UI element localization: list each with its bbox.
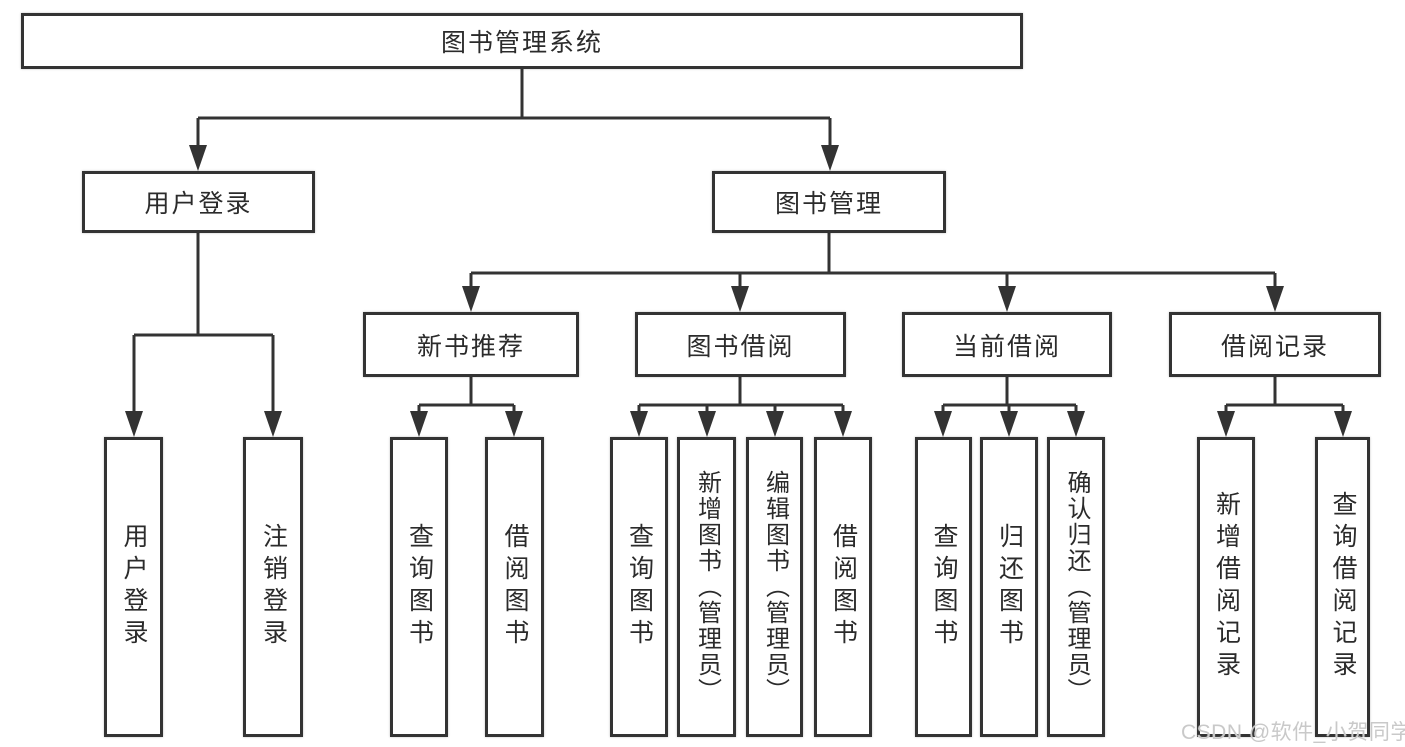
leaf-return-books: 归还图书 bbox=[980, 437, 1038, 737]
node-label: 当前借阅 bbox=[952, 332, 1061, 361]
node-label: 新书推荐 bbox=[416, 332, 525, 361]
leaf-query-books: 查询图书 bbox=[915, 437, 972, 737]
node-borrowing-records: 借阅记录 bbox=[1169, 312, 1381, 377]
node-label: 编辑图书（管理员） bbox=[761, 470, 789, 704]
leaf-query-books: 查询图书 bbox=[390, 437, 448, 737]
node-label: 查询图书 bbox=[930, 523, 958, 651]
leaf-logout: 注销登录 bbox=[243, 437, 303, 737]
node-label: 查询图书 bbox=[405, 523, 434, 651]
csdn-watermark: CSDN @软件_小贺同学 bbox=[1181, 721, 1405, 744]
node-root-library-system: 图书管理系统 bbox=[21, 13, 1023, 69]
node-label: 图书管理 bbox=[774, 190, 883, 218]
node-label: 图书借阅 bbox=[686, 332, 795, 361]
leaf-edit-books-admin: 编辑图书（管理员） bbox=[746, 437, 803, 737]
node-current-borrowing: 当前借阅 bbox=[902, 312, 1112, 377]
node-label: 注销登录 bbox=[259, 523, 288, 651]
node-book-management: 图书管理 bbox=[712, 171, 946, 233]
node-label: 借阅图书 bbox=[501, 523, 529, 651]
node-label: 查询借阅记录 bbox=[1329, 491, 1357, 683]
leaf-borrow-books: 借阅图书 bbox=[814, 437, 872, 737]
node-label: 确认归还（管理员） bbox=[1063, 470, 1090, 704]
leaf-user-login: 用户登录 bbox=[104, 437, 163, 737]
node-label: 用户登录 bbox=[120, 523, 148, 651]
node-label: 查询图书 bbox=[625, 523, 654, 651]
node-label: 借阅图书 bbox=[829, 523, 858, 651]
node-label: 图书管理系统 bbox=[440, 29, 603, 57]
leaf-query-books: 查询图书 bbox=[610, 437, 668, 737]
leaf-query-borrow-record: 查询借阅记录 bbox=[1315, 437, 1370, 737]
node-user-login: 用户登录 bbox=[82, 171, 315, 233]
leaf-add-books-admin: 新增图书（管理员） bbox=[677, 437, 736, 737]
node-label: 新增图书（管理员） bbox=[693, 470, 721, 704]
node-label: 用户登录 bbox=[144, 190, 253, 218]
node-label: 借阅记录 bbox=[1220, 332, 1329, 361]
leaf-confirm-return-admin: 确认归还（管理员） bbox=[1047, 437, 1105, 737]
leaf-add-borrow-record: 新增借阅记录 bbox=[1197, 437, 1255, 737]
leaf-borrow-books: 借阅图书 bbox=[485, 437, 544, 737]
node-book-borrowing: 图书借阅 bbox=[635, 312, 846, 377]
node-label: 归还图书 bbox=[995, 523, 1024, 651]
node-new-book-recommend: 新书推荐 bbox=[363, 312, 579, 377]
node-label: 新增借阅记录 bbox=[1212, 491, 1241, 683]
